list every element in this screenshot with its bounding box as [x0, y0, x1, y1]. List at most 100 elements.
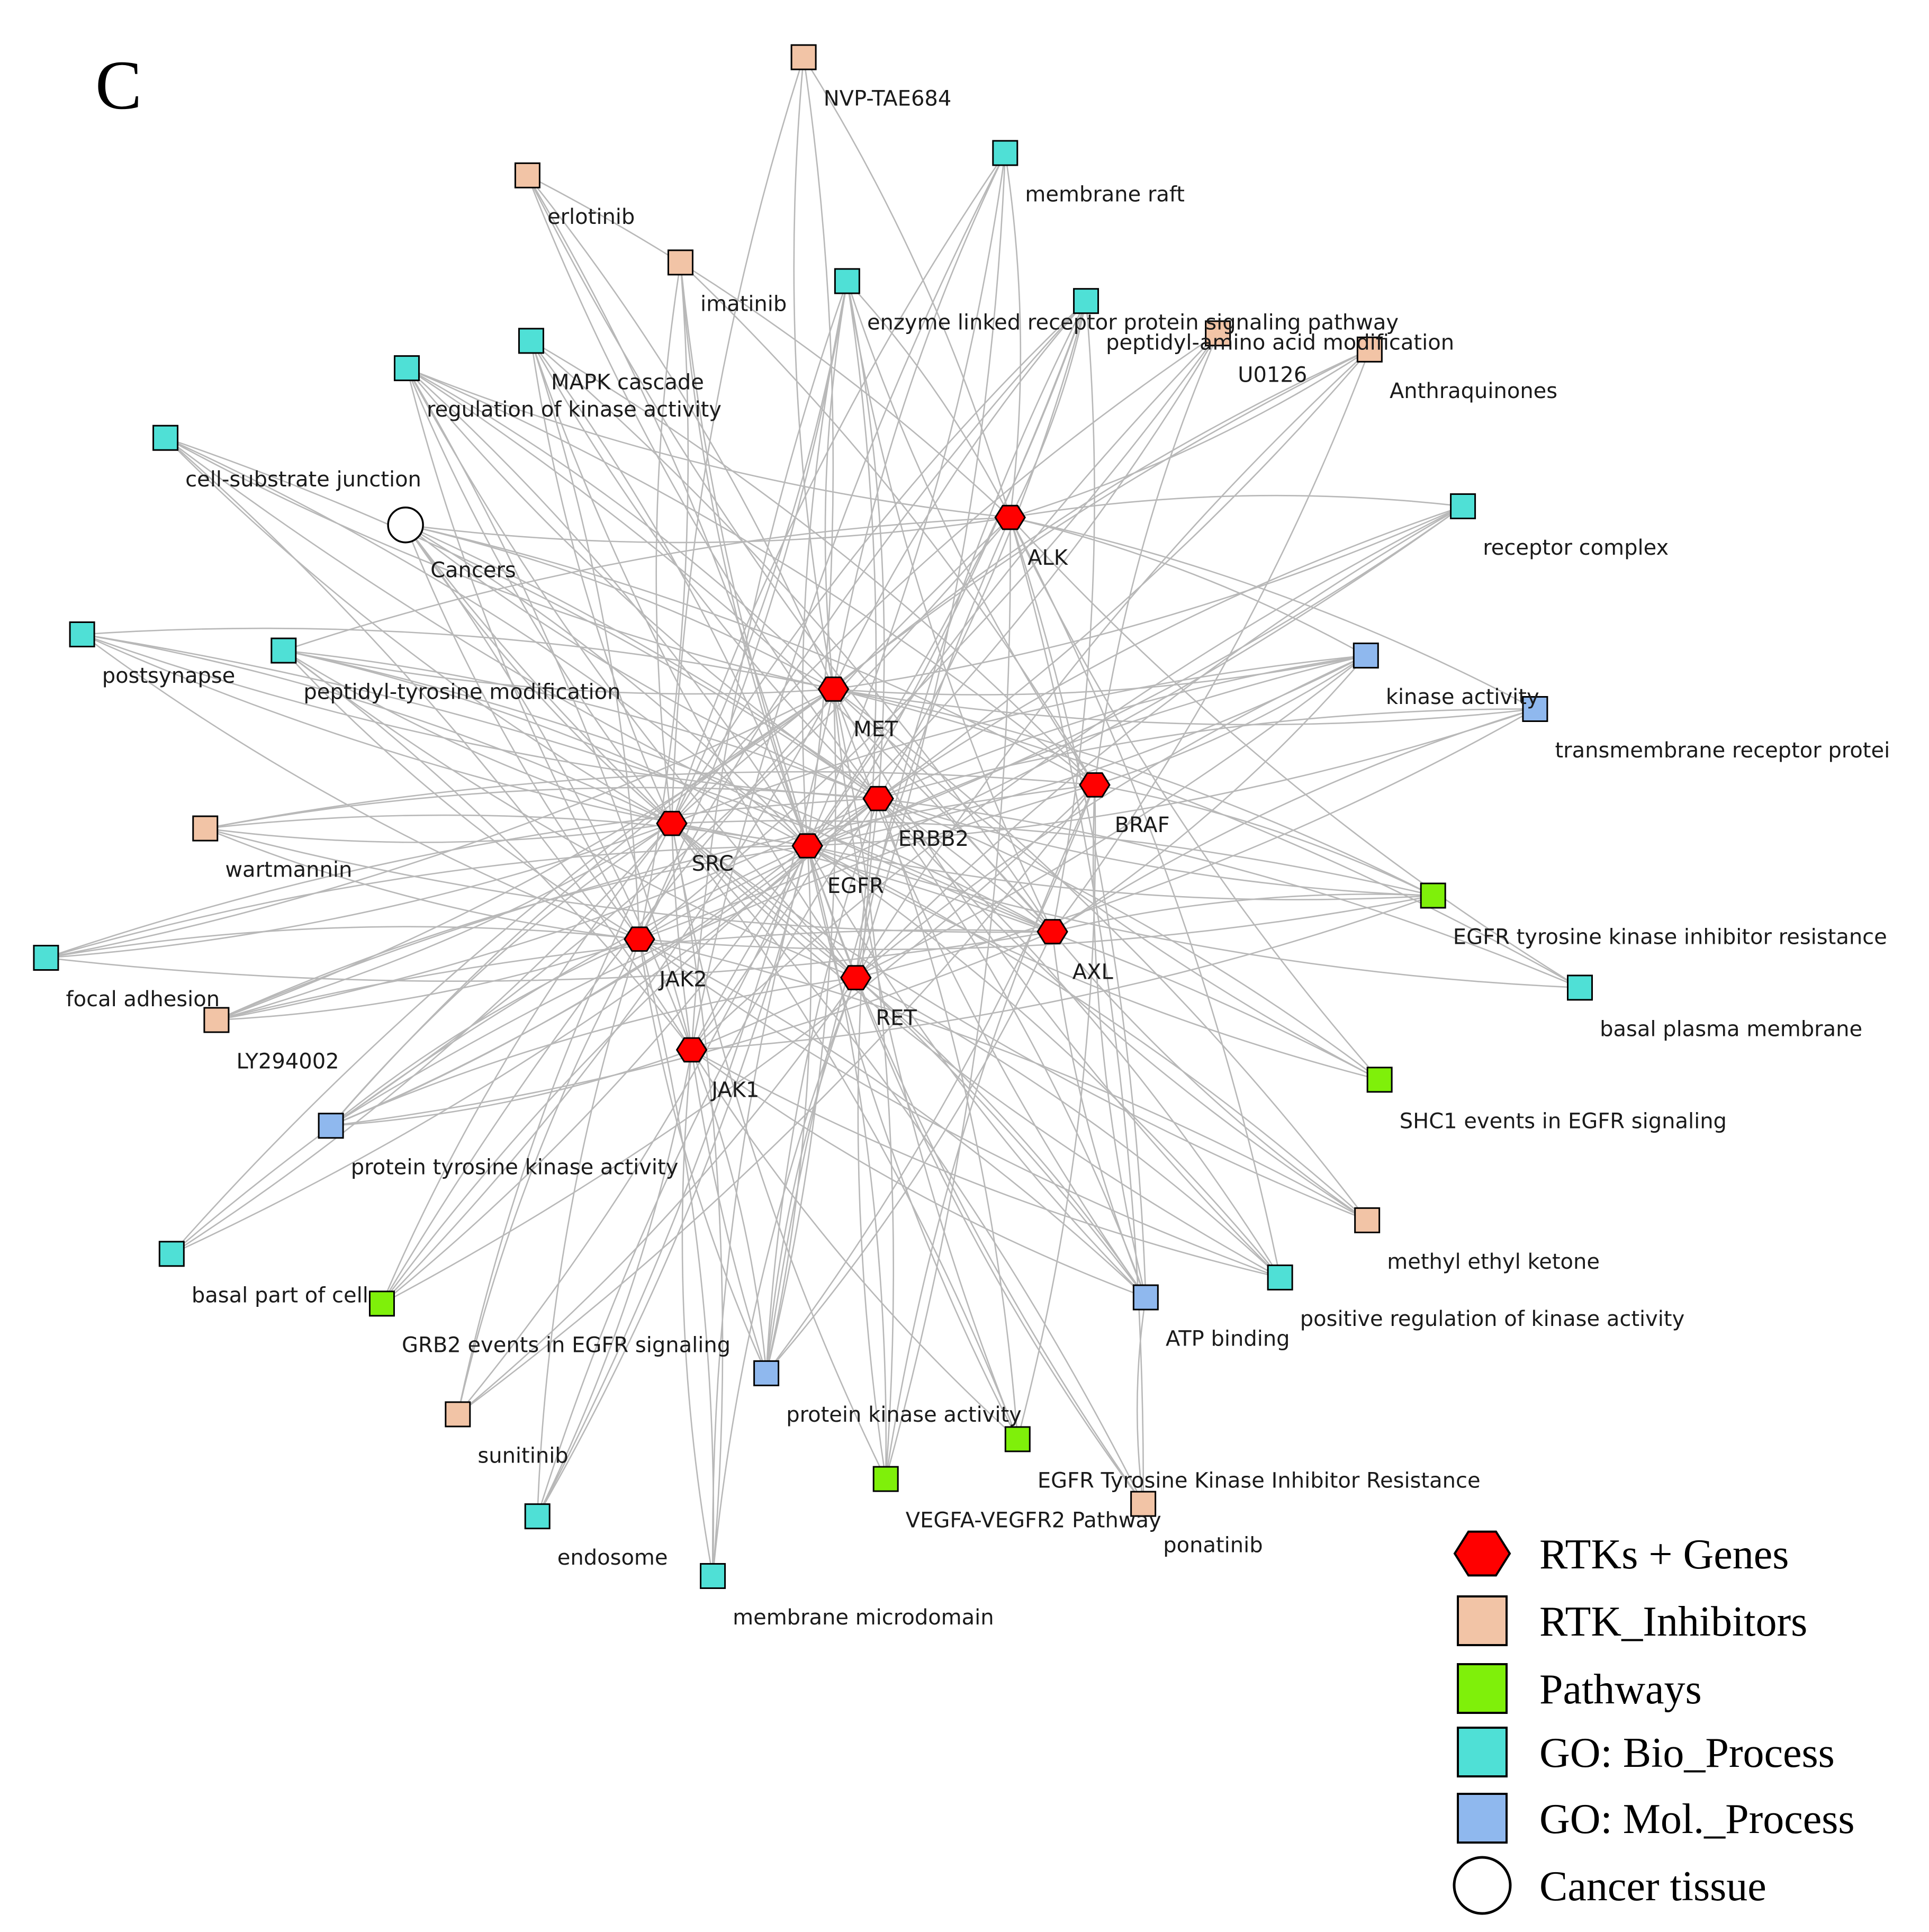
label-pka: protein kinase activity [786, 1403, 1022, 1427]
edge-pepttyr-SRC [283, 649, 672, 824]
edge-erlotinib-ALK [527, 175, 1011, 518]
edge-egfrtki-SRC [671, 820, 1434, 897]
edge-grb2-SRC [381, 823, 673, 1304]
edge-kinact-JAK1 [691, 655, 1367, 1051]
edge-shc1-ALK [1009, 517, 1381, 1080]
label-shc1: SHC1 events in EGFR signaling [1400, 1109, 1727, 1133]
edge-cancers-JAK1 [405, 524, 692, 1050]
edge-vegfa-ALK [885, 517, 1011, 1479]
node-inhibitor-nvp [790, 44, 817, 70]
edge-sunitinib-RET [457, 977, 857, 1415]
edge-u0126-EGFR [807, 333, 1219, 846]
label-enzyme: enzyme linked receptor protein signaling… [867, 311, 1399, 335]
edge-peptamino-RET [855, 301, 1087, 978]
label-ptk: protein tyrosine kinase activity [351, 1155, 679, 1179]
edge-vegfa-ERBB2 [857, 798, 887, 1479]
edge-regkin-JAK2 [406, 368, 641, 940]
edge-receptor-ALK [1009, 494, 1463, 518]
node-cancer-cancers [387, 506, 424, 544]
edge-egfrTKIR-EGFR [806, 845, 1018, 1440]
edge-imatinib-BRAF [680, 261, 1096, 786]
edge-peptamino-AXL [1051, 301, 1095, 932]
edge-kinact-SRC [671, 655, 1366, 824]
label-met: MET [853, 717, 898, 742]
edge-egfrTKIR-MET [833, 689, 1018, 1440]
node-bio-regkin [393, 355, 420, 382]
edge-erlotinib-EGFR [527, 175, 808, 846]
edge-layer [46, 57, 1581, 1576]
edge-basalcell-ERBB2 [171, 798, 879, 1254]
edge-ptk-JAK2 [330, 938, 640, 1126]
edge-kinact-BRAF [1094, 655, 1367, 786]
edge-nvp-EGFR [803, 57, 834, 846]
legend-gene-hexagon [1453, 1530, 1511, 1577]
label-erlotinib: erlotinib [547, 205, 635, 229]
node-gene-src [656, 810, 688, 836]
edge-vegfa-MET [833, 689, 895, 1479]
edge-receptor-MET [833, 505, 1464, 690]
panel-label: C [95, 46, 142, 124]
edge-transm-MET [833, 688, 1536, 726]
edge-egfrtki-MET [833, 688, 1434, 897]
label-egfrtkir: EGFR Tyrosine Kinase Inhibitor Resistanc… [1038, 1469, 1481, 1493]
edge-kinact-JAK2 [639, 655, 1366, 940]
edge-cellsub-JAK1 [165, 437, 692, 1051]
edge-nvp-MET [793, 57, 834, 690]
edge-ponatinib-ALK [1009, 517, 1144, 1504]
edge-transm-ERBB2 [878, 708, 1535, 799]
edge-sunitinib-BRAF [457, 784, 1096, 1415]
label-receptor: receptor complex [1483, 536, 1669, 560]
edge-pka-MET [765, 689, 836, 1374]
edge-u0126-BRAF [1094, 333, 1219, 786]
legend-inhibitor-square [1457, 1595, 1508, 1646]
label-sunitinib: sunitinib [477, 1444, 568, 1468]
edge-shc1-MET [833, 688, 1380, 1080]
edge-enzyme-ALK [846, 281, 1011, 518]
node-bio-receptor [1450, 493, 1476, 519]
edge-sunitinib-SRC [457, 823, 673, 1415]
edge-mek-EGFR [807, 845, 1368, 1221]
edge-egfrtki-JAK2 [639, 895, 1434, 950]
legend-label-pathway: Pathways [1539, 1666, 1702, 1713]
node-gene-ret [840, 965, 872, 990]
edge-ly-EGFR [216, 845, 808, 1021]
edge-wortmannin-SRC [205, 823, 672, 843]
edge-anthra-MET [833, 349, 1370, 690]
edge-receptor-ERBB2 [878, 505, 1464, 799]
edge-basalcell-MET [171, 688, 834, 1254]
edge-wortmannin-JAK2 [205, 827, 640, 940]
edge-ponatinib-EGFR [806, 845, 1144, 1504]
edge-endosome-EGFR [537, 845, 808, 1517]
edge-mek-AXL [1052, 931, 1368, 1221]
node-mol-atp [1132, 1284, 1159, 1311]
legend-label-inhibitor: RTK_Inhibitors [1539, 1599, 1807, 1645]
node-bio-cellsub [152, 425, 179, 451]
edge-transm-RET [855, 708, 1536, 979]
edge-pka-RET [765, 977, 857, 1374]
label-jak2: JAK2 [658, 967, 707, 991]
edge-egfrTKIR-BRAF [1017, 784, 1096, 1440]
legend-label-cancer: Cancer tissue [1539, 1863, 1766, 1910]
node-mol-pka [753, 1360, 780, 1386]
edge-regkin-EGFR [406, 367, 808, 846]
label-microdom: membrane microdomain [733, 1605, 994, 1630]
edge-atp-AXL [1051, 932, 1147, 1298]
node-pathway-grb2 [368, 1290, 395, 1317]
label-src: SRC [692, 852, 734, 876]
edge-transm-AXL [1052, 708, 1536, 933]
edge-posreg-SRC [671, 823, 1281, 1278]
edge-ptk-RET [330, 977, 856, 1126]
label-egfr: EGFR [827, 874, 884, 898]
edge-pka-ALK [765, 517, 1011, 1374]
legend-cancer-circle [1453, 1856, 1512, 1915]
label-mapk: MAPK cascade [551, 370, 704, 394]
edge-endosome-JAK1 [537, 1050, 692, 1517]
node-inhibitor-wortmannin [192, 815, 219, 842]
edge-posreg-ALK [1009, 517, 1281, 1278]
edge-enzyme-JAK1 [691, 281, 848, 1050]
edge-atp-JAK2 [639, 938, 1147, 1298]
edge-ptk-BRAF [330, 784, 1095, 1126]
edge-postsyn-ERBB2 [82, 634, 879, 799]
